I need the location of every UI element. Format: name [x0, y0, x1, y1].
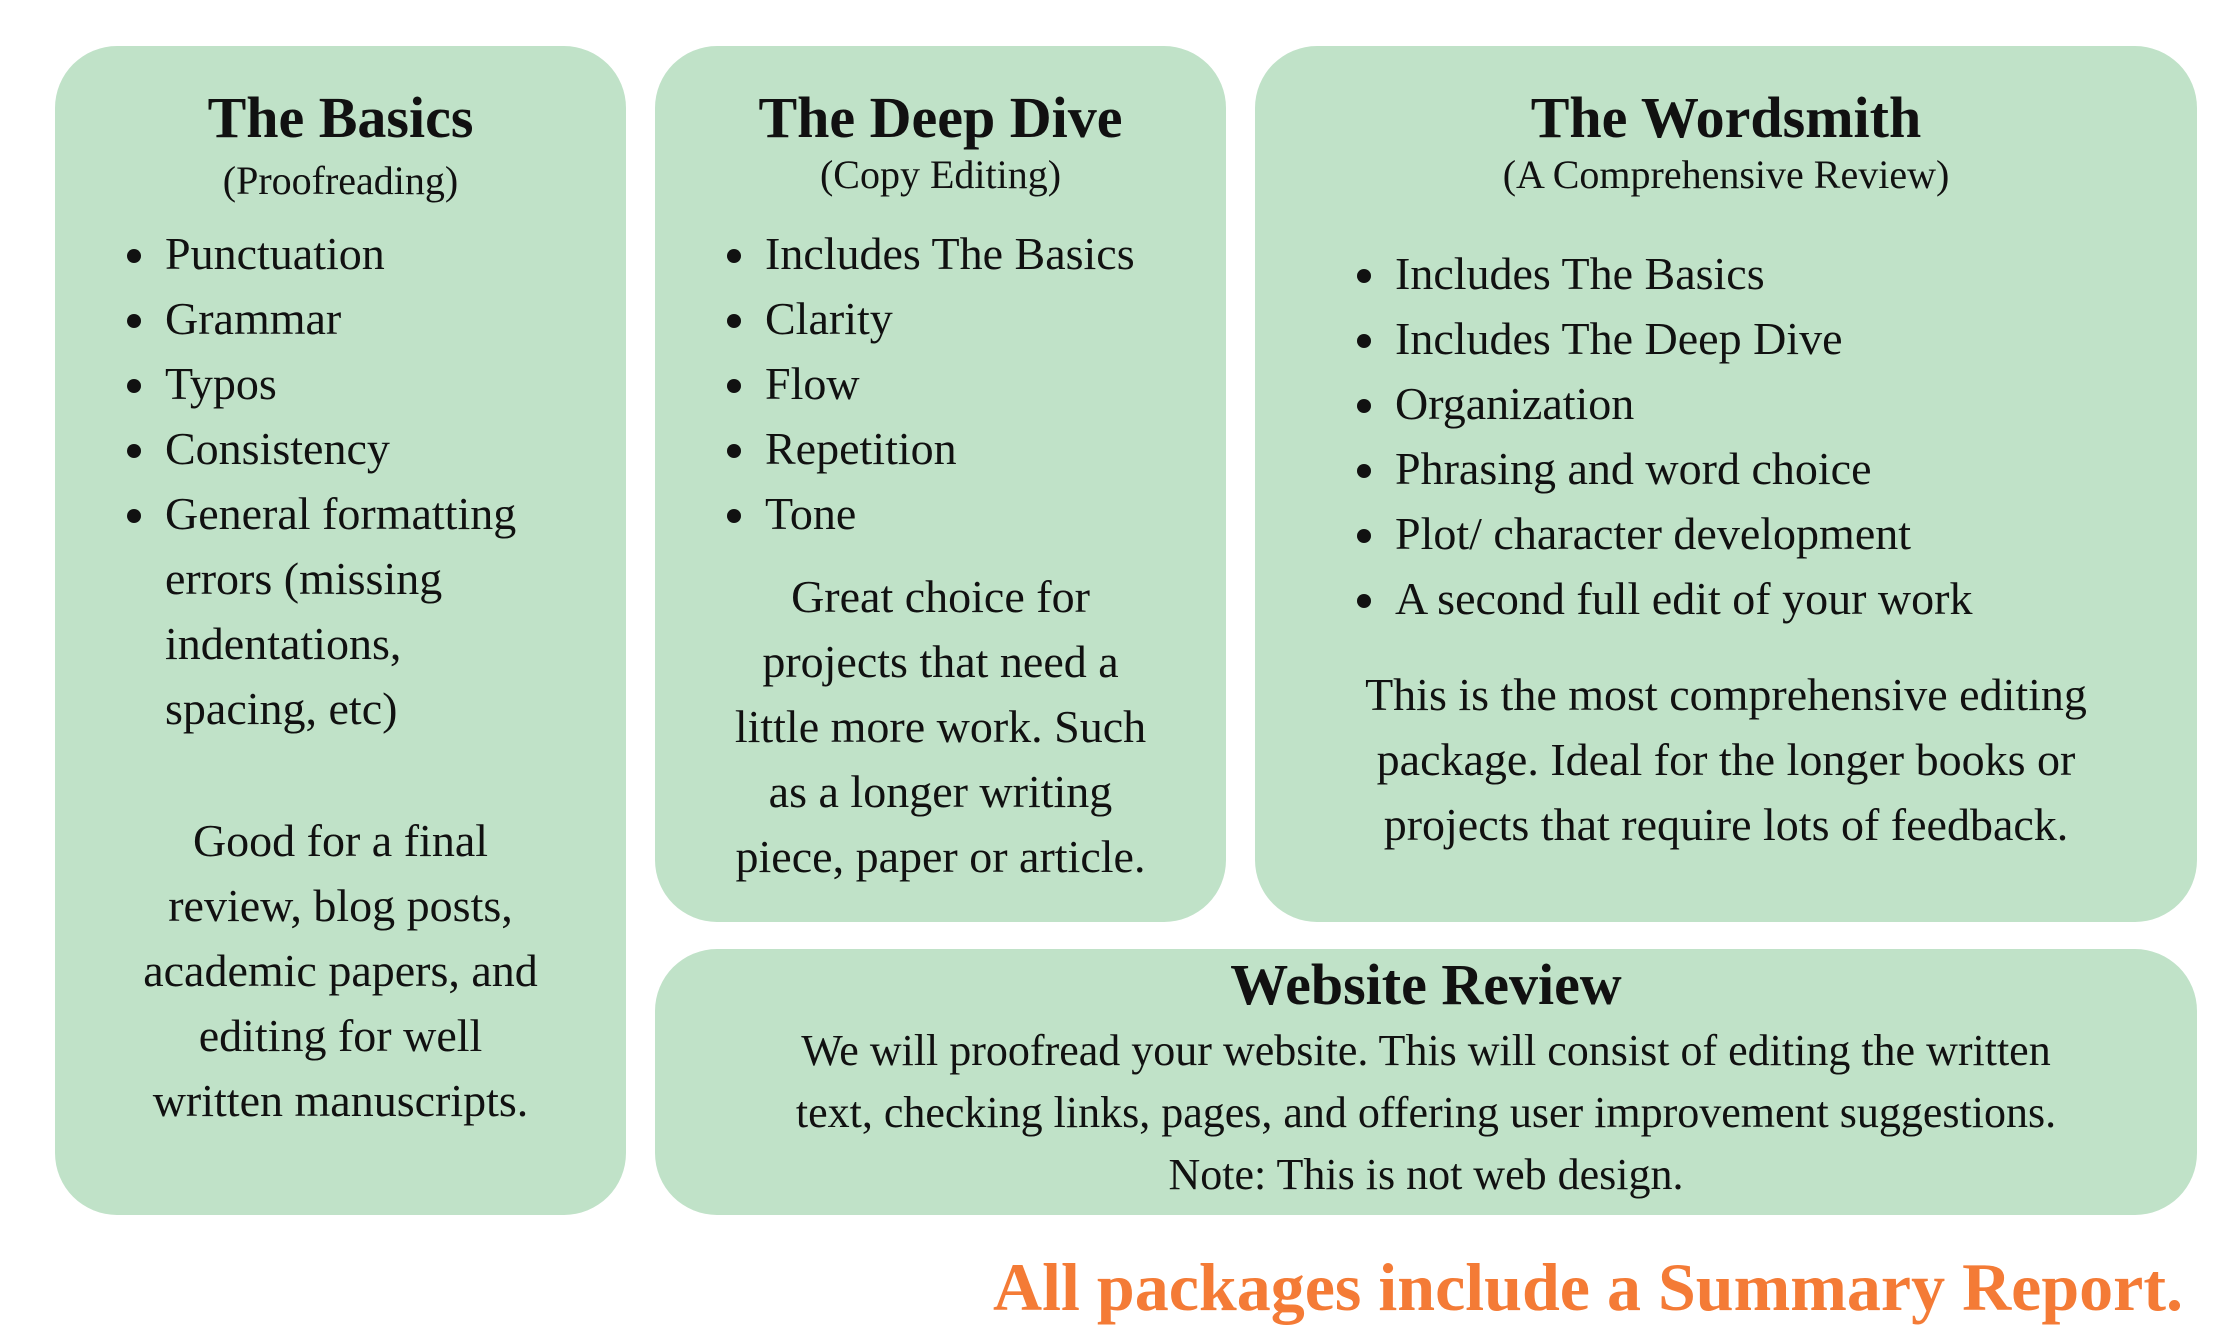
- list-item: Consistency: [126, 416, 516, 481]
- list-item: General formatting: [126, 481, 516, 546]
- list-item: Tone: [727, 481, 1135, 546]
- package-subtitle: (Proofreading): [222, 158, 459, 203]
- description-line: piece, paper or article.: [735, 831, 1146, 882]
- list-item: Grammar: [126, 286, 516, 351]
- description-line: editing for well: [198, 1010, 483, 1061]
- website-review-title: Website Review: [1230, 952, 1622, 1017]
- package-subtitle: (Copy Editing): [819, 152, 1062, 197]
- list-item-continuation: errors (missing: [165, 553, 443, 604]
- package-card-wordsmith: The Wordsmith (A Comprehensive Review) I…: [1255, 46, 2197, 922]
- list-item: Plot/ character development: [1356, 501, 1972, 566]
- list-item-continuation: spacing, etc): [165, 683, 398, 734]
- package-title: The Wordsmith: [1530, 85, 1922, 150]
- list-item: Includes The Basics: [1356, 241, 1972, 306]
- description-line: projects that require lots of feedback.: [1383, 799, 2069, 850]
- description-line: review, blog posts,: [168, 880, 513, 931]
- list-item: Punctuation: [126, 221, 516, 286]
- description-line: Great choice for: [791, 571, 1090, 622]
- description-line: We will proofread your website. This wil…: [801, 1026, 2051, 1075]
- list-item: Organization: [1356, 371, 1972, 436]
- package-description: Great choice for projects that need a li…: [655, 564, 1226, 889]
- package-subtitle: (A Comprehensive Review): [1502, 152, 1950, 197]
- list-item: A second full edit of your work: [1356, 566, 1972, 631]
- list-item: Includes The Deep Dive: [1356, 306, 1972, 371]
- description-line: little more work. Such: [734, 701, 1147, 752]
- package-card-deep-dive: The Deep Dive (Copy Editing) Includes Th…: [655, 46, 1226, 922]
- list-item: Repetition: [727, 416, 1135, 481]
- list-item: Clarity: [727, 286, 1135, 351]
- description-line: Note: This is not web design.: [1168, 1150, 1684, 1199]
- description-line: text, checking links, pages, and offerin…: [795, 1088, 2057, 1137]
- summary-report-note: All packages include a Summary Report.: [993, 1249, 2183, 1325]
- description-line: package. Ideal for the longer books or: [1376, 734, 2076, 785]
- description-line: This is the most comprehensive editing: [1365, 669, 2087, 720]
- list-item: Includes The Basics: [727, 221, 1135, 286]
- list-item: Flow: [727, 351, 1135, 416]
- description-line: Good for a final: [192, 815, 489, 866]
- package-title: The Deep Dive: [758, 85, 1123, 150]
- package-description: This is the most comprehensive editing p…: [1255, 662, 2197, 857]
- list-item: Phrasing and word choice: [1356, 436, 1972, 501]
- feature-list: Punctuation Grammar Typos Consistency Ge…: [126, 221, 516, 741]
- package-title: The Basics: [207, 85, 474, 150]
- description-line: academic papers, and: [143, 945, 538, 996]
- website-review-description: We will proofread your website. This wil…: [655, 1020, 2197, 1206]
- description-line: as a longer writing: [768, 766, 1113, 817]
- description-line: written manuscripts.: [152, 1075, 529, 1126]
- list-item-continuation: indentations,: [165, 618, 402, 669]
- description-line: projects that need a: [762, 636, 1119, 687]
- list-item: Typos: [126, 351, 516, 416]
- package-card-basics: The Basics (Proofreading) Punctuation Gr…: [55, 46, 626, 1215]
- feature-list: Includes The Basics Clarity Flow Repetit…: [727, 221, 1135, 546]
- feature-list: Includes The Basics Includes The Deep Di…: [1356, 241, 1972, 631]
- website-review-card: Website Review We will proofread your we…: [655, 949, 2197, 1215]
- package-description: Good for a final review, blog posts, aca…: [55, 808, 626, 1133]
